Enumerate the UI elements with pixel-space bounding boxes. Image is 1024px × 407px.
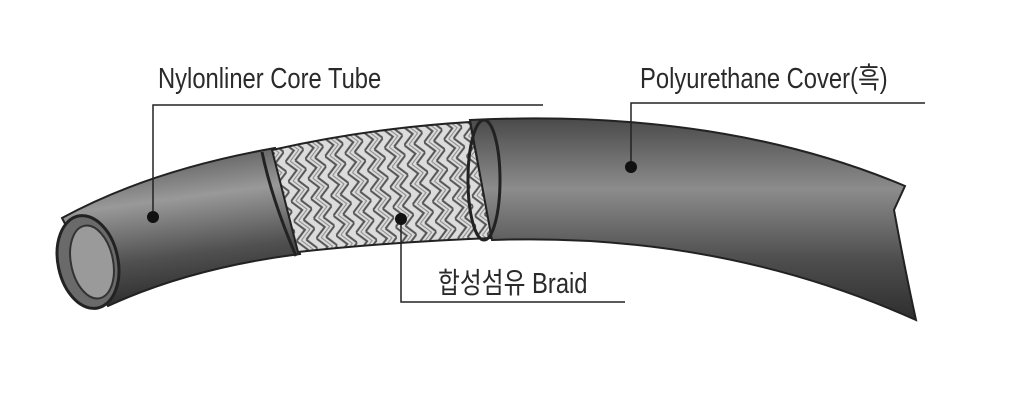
core-leader <box>147 104 543 223</box>
core-tube-bore <box>69 224 115 300</box>
cover-leader <box>625 102 925 173</box>
braid-leader <box>395 213 625 303</box>
cover-end <box>466 118 502 242</box>
polyurethane-cover <box>468 117 918 322</box>
core-tube-label: Nylonliner Core Tube <box>158 62 381 95</box>
cover-label: Polyurethane Cover(흑) <box>640 62 888 95</box>
braid-layer <box>260 120 494 257</box>
braid-label: 합성섬유 Braid <box>438 267 588 300</box>
